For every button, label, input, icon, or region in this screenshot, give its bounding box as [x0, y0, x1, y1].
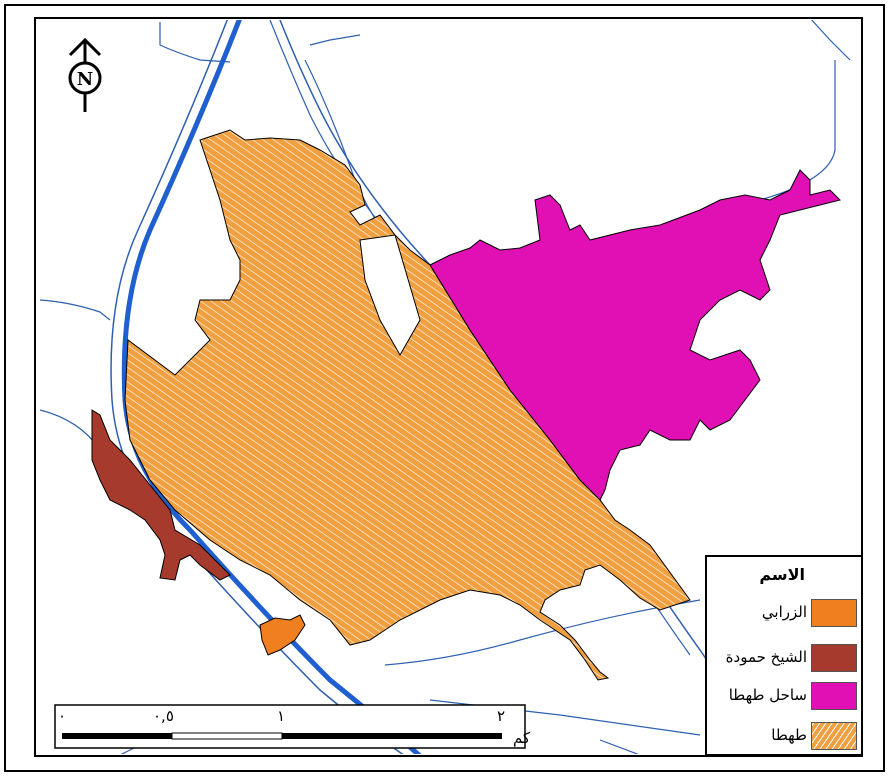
scale-unit: كم	[513, 729, 531, 747]
legend-item-zarabi: الزرابي	[707, 599, 861, 629]
legend-swatch	[811, 722, 857, 750]
legend-label: ساحل طهطا	[728, 686, 807, 704]
legend: الاسم الزرابي الشيخ حمودة ساحل طهطا طهطا	[705, 555, 863, 756]
scale-tick-0: ٠	[58, 707, 67, 725]
scale-tick-0-5: ٠,٥	[153, 707, 174, 725]
legend-swatch	[811, 644, 857, 672]
region-sheikh-hamouda	[91, 409, 231, 581]
north-arrow-icon: N	[68, 37, 102, 112]
north-arrow-label: N	[77, 69, 93, 90]
legend-item-sahel-tahta: ساحل طهطا	[707, 682, 861, 712]
scale-tick-1: ١	[277, 707, 286, 725]
scale-tick-2: ٢	[497, 707, 506, 725]
region-zarabi	[259, 614, 306, 656]
region-tahta	[124, 129, 691, 681]
legend-title: الاسم	[759, 565, 805, 584]
legend-item-tahta: طهطا	[707, 722, 861, 752]
legend-item-sheikh-hamouda: الشيخ حمودة	[707, 644, 861, 674]
legend-label: طهطا	[771, 726, 807, 744]
legend-label: الشيخ حمودة	[725, 648, 807, 666]
legend-swatch	[811, 682, 857, 710]
region-sahel-tahta	[429, 169, 841, 501]
region-tahta-gap	[359, 234, 421, 357]
scale-bar	[54, 704, 526, 749]
legend-label: الزرابي	[761, 603, 807, 621]
legend-swatch	[811, 599, 857, 627]
